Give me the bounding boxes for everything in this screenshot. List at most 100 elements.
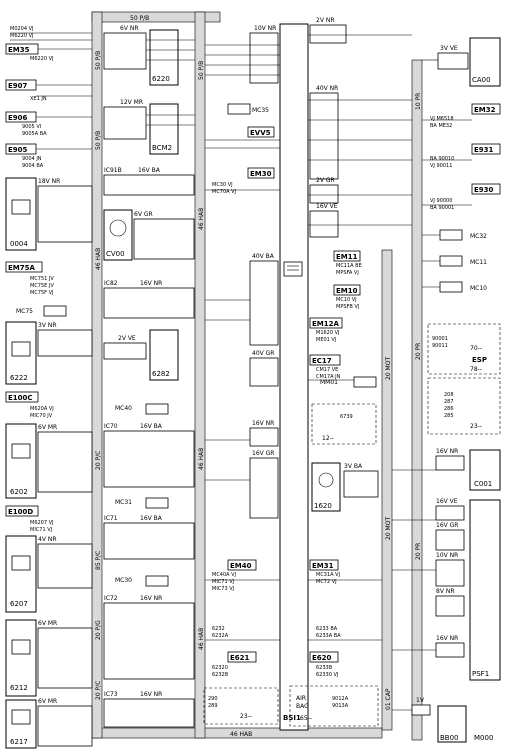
svg-text:MC35: MC35 [252,107,269,114]
svg-text:MC72 VJ: MC72 VJ [316,579,337,585]
svg-text:PSF1: PSF1 [472,670,489,678]
svg-text:16V BA: 16V BA [140,423,163,430]
bottom-bus-label: 46 HAB [230,731,252,738]
svg-text:IC73: IC73 [104,691,118,698]
psf1-component [469,499,501,681]
svg-text:MC70A VJ: MC70A VJ [212,189,236,195]
svg-text:286: 286 [444,406,454,412]
svg-text:290: 290 [208,696,218,702]
svg-text:6220: 6220 [152,75,170,83]
mid-left-components: 6V NR 6220 12V MR BCM2 IC91B 16V BA 6V G… [103,25,195,728]
svg-text:46 HAB: 46 HAB [95,248,102,270]
svg-text:IC71: IC71 [104,515,118,522]
svg-text:16V NR: 16V NR [436,635,458,642]
em35-label: EM35 [8,46,30,54]
svg-text:6739: 6739 [340,414,353,420]
svg-text:23--: 23-- [470,423,482,430]
svg-text:9005 VI: 9005 VI [22,124,41,130]
svg-text:MC11A BE: MC11A BE [336,263,362,269]
svg-text:6217: 6217 [10,738,28,746]
svg-text:16V GR: 16V GR [252,450,274,457]
svg-text:IC82: IC82 [104,280,118,287]
svg-text:CV00: CV00 [106,250,125,258]
svg-text:50 P/B: 50 P/B [198,61,205,80]
svg-text:EM12A: EM12A [312,320,339,328]
svg-text:BA 90001: BA 90001 [430,205,454,211]
wire-bundles [146,34,472,711]
svg-text:MC11: MC11 [470,259,487,266]
svg-text:20 MOT: 20 MOT [385,517,392,540]
svg-text:MC75: MC75 [16,308,33,315]
bsi1-label: BSI1 [283,714,301,722]
svg-text:85 P/C: 85 P/C [95,551,102,570]
svg-text:9013A: 9013A [332,703,349,709]
svg-text:M0204 VJ: M0204 VJ [10,26,34,32]
svg-text:50 P/B: 50 P/B [95,131,102,150]
svg-text:12--: 12-- [322,435,334,442]
svg-text:40V GR: 40V GR [252,350,274,357]
svg-text:3V BA: 3V BA [344,463,363,470]
svg-text:VJ 90011: VJ 90011 [430,163,452,169]
svg-text:50 P/B: 50 P/B [95,51,102,70]
svg-text:6207: 6207 [10,600,28,608]
svg-text:MM01: MM01 [320,379,338,386]
svg-text:BA 90010: BA 90010 [430,156,454,162]
svg-text:1V: 1V [416,697,425,704]
bcm2-component [149,103,179,155]
svg-text:9004 JN: 9004 JN [22,156,42,162]
svg-text:65--: 65-- [300,715,312,722]
svg-text:6212: 6212 [10,684,28,692]
svg-text:6282: 6282 [152,370,170,378]
svg-text:CM17 VE: CM17 VE [316,367,338,373]
svg-text:6V MR: 6V MR [38,698,57,705]
svg-text:MC10: MC10 [470,285,487,292]
svg-text:62320: 62320 [212,665,228,671]
svg-text:MC30 VJ: MC30 VJ [212,182,233,188]
svg-text:6232B: 6232B [212,672,229,678]
right-bus-2 [381,249,393,731]
svg-text:6V MR: 6V MR [38,424,57,431]
svg-text:6233A BA: 6233A BA [316,633,341,639]
svg-text:16V NR: 16V NR [140,595,162,602]
svg-text:12V MR: 12V MR [120,99,143,106]
svg-text:CM17A JN: CM17A JN [316,374,341,380]
svg-text:3V VE: 3V VE [440,45,458,52]
svg-text:MC31A VJ: MC31A VJ [316,572,340,578]
svg-text:20 P/C: 20 P/C [95,451,102,470]
bb00-component [437,705,467,743]
svg-text:E930: E930 [474,186,494,194]
svg-text:ME01 VJ: ME01 VJ [316,337,336,343]
svg-text:E931: E931 [474,146,494,154]
svg-text:285: 285 [444,413,454,419]
svg-text:E620: E620 [312,654,332,662]
svg-text:M6220 VJ: M6220 VJ [10,33,34,39]
svg-text:E905: E905 [8,146,28,154]
svg-text:20 MOT: 20 MOT [385,357,392,380]
svg-text:EM31: EM31 [312,562,334,570]
svg-text:MIC73 VJ: MIC73 VJ [212,586,234,592]
svg-text:EM75A: EM75A [8,264,35,272]
svg-text:9012A: 9012A [332,696,349,702]
right-bus [411,59,423,741]
c6202-component [5,423,37,499]
svg-text:BAG: BAG [296,703,309,710]
svg-text:16V NR: 16V NR [140,280,162,287]
svg-text:10 PR: 10 PR [415,93,422,110]
svg-text:MC40A VJ: MC40A VJ [212,572,236,578]
svg-text:IC70: IC70 [104,423,118,430]
bsi1-unit [279,23,309,731]
svg-text:MPSFB VJ: MPSFB VJ [336,304,359,310]
svg-text:MC75F VJ: MC75F VJ [30,290,54,296]
svg-text:EM10: EM10 [336,287,358,295]
svg-text:M1620 VJ: M1620 VJ [316,330,340,336]
svg-text:EVV5: EVV5 [250,129,271,137]
svg-text:16V VE: 16V VE [436,498,458,505]
svg-text:16V NR: 16V NR [436,448,458,455]
svg-text:XE1 JN: XE1 JN [30,96,47,102]
svg-text:16V GR: 16V GR [436,522,458,529]
svg-text:BA ME32: BA ME32 [430,123,452,129]
svg-text:46 HAB: 46 HAB [198,208,205,230]
svg-text:BB00: BB00 [440,734,459,742]
